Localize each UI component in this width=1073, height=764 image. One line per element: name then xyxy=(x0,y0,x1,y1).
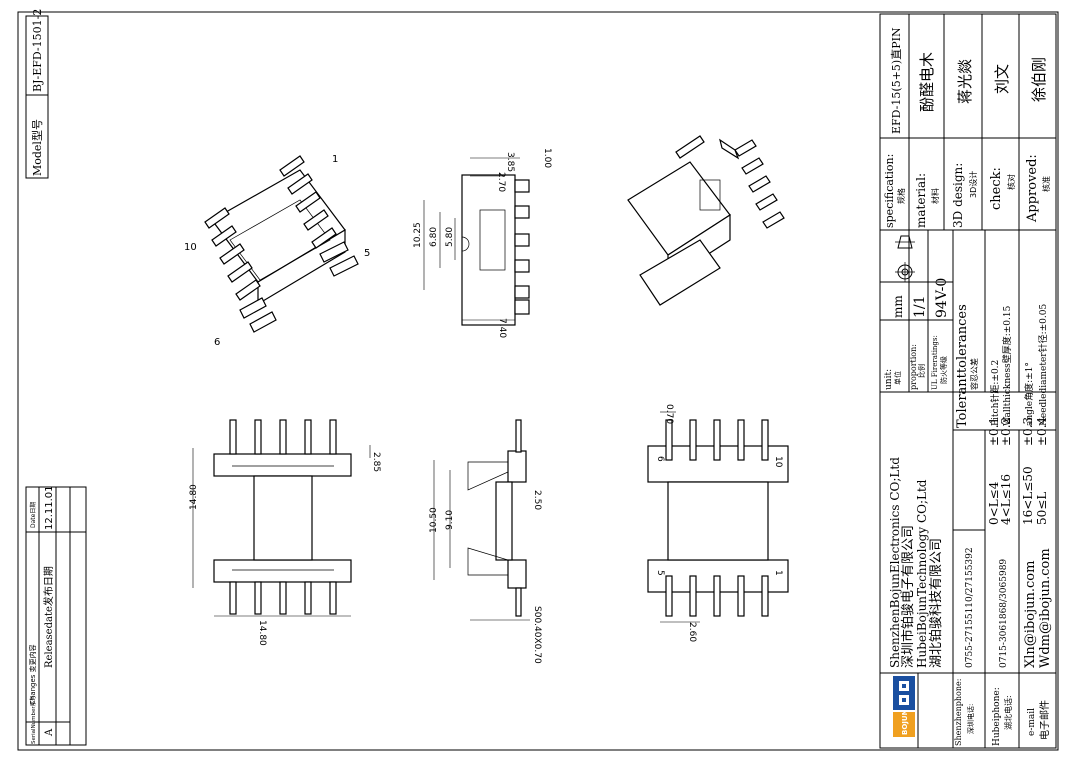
proportion-label: proportion: xyxy=(909,344,918,390)
design-value: 蒋光燚 xyxy=(956,59,974,104)
check-value: 刘文 xyxy=(993,64,1011,94)
tol-wall: Wallthickness壁厚度:±0.15 xyxy=(1001,305,1013,426)
sz-phone-label: Shenzhenphone: xyxy=(954,679,963,746)
email-label: e-mail xyxy=(1027,708,1037,736)
tol-range-0: 0<L≤4 xyxy=(987,481,1001,525)
ul-label: UL Fireratings: xyxy=(931,335,939,390)
serial-header: SerialNumber序号 xyxy=(29,695,37,744)
check-label: check: xyxy=(989,167,1004,210)
tol-range-3: 50≤L xyxy=(1035,492,1049,525)
check-label-cn: 核对 xyxy=(1006,174,1016,190)
dim-14-80-h: 14.80 xyxy=(189,484,199,510)
dim-1-00: 1.00 xyxy=(542,148,552,168)
model-label: Model型号 xyxy=(30,119,44,176)
sz-phone-label-cn: 深圳电话: xyxy=(966,704,975,734)
tol-angle: angle角度:±1° xyxy=(1023,362,1035,426)
email-value-1: Xln@ibojun.com xyxy=(1023,561,1038,668)
material-label: material: xyxy=(914,173,928,228)
design-label-cn: 3D设计 xyxy=(968,171,978,198)
dim-5-80: 5.80 xyxy=(445,227,455,247)
ul-value: 94V-0 xyxy=(934,278,950,318)
front-view: 14.80 14.80 2.85 xyxy=(189,419,381,646)
dim-7-40: 7.40 xyxy=(497,318,507,338)
bojun-logo: BOJUN xyxy=(893,676,915,737)
approved-label: Approved: xyxy=(1025,154,1040,223)
approved-value: 徐伯刚 xyxy=(1030,57,1048,102)
iso-pin-10-label: 10 xyxy=(184,242,197,253)
iso-pin-6-label: 6 xyxy=(214,337,220,348)
tol-pitch: Pitch针距:±0.2 xyxy=(989,360,1001,426)
tol-value-0: ±0.1 xyxy=(987,417,1001,446)
side-view-bottom: 10.50 9.10 2.50 S00.40X0.70 xyxy=(429,419,542,664)
unit-label: unit: xyxy=(884,369,894,390)
iso-pin-5-label: 5 xyxy=(364,248,370,259)
tol-range-2: 16<L≤50 xyxy=(1021,466,1035,525)
sz-phone-value: 0755-27155110/2715539​2 xyxy=(965,547,975,668)
b-pin-10-label: 10 xyxy=(773,456,783,468)
unit-label-cn: 单位 xyxy=(893,371,902,385)
company-2: HubeiBojunTechnology CO;Ltd xyxy=(915,479,929,668)
dim-2-70: 2.70 xyxy=(496,172,506,192)
model-value: BJ-EFD-1501-2 xyxy=(31,9,44,92)
dim-10-25: 10.25 xyxy=(413,222,423,248)
dim-6-80: 6.80 xyxy=(429,227,439,247)
iso-pin-1-label: 1 xyxy=(332,154,338,165)
date-value: 12.11.01 xyxy=(44,485,55,530)
tol-value-3: ±0.4 xyxy=(1035,416,1049,446)
dim-pin-size: S00.40X0.70 xyxy=(532,606,542,664)
projection-symbol xyxy=(895,235,915,282)
b-pin-5-label: 5 xyxy=(655,570,665,576)
title-block: specification: 规格 EFD-15(5+5)直PIN materi… xyxy=(879,13,1057,749)
dim-2-50: 2.50 xyxy=(532,490,542,510)
proportion-value: 1/1 xyxy=(912,295,928,318)
approved-label-cn: 核准 xyxy=(1041,176,1051,192)
isometric-view-left: 1 10 5 6 xyxy=(184,154,370,348)
material-label-cn: 材料 xyxy=(930,188,940,204)
dim-2-85: 2.85 xyxy=(371,452,381,472)
hb-phone-label-cn: 湖北电话: xyxy=(1003,695,1013,730)
email-value-2: Wdm@ibojun.com xyxy=(1038,548,1053,668)
hb-phone-value: 0715-3061868/3065989 xyxy=(999,559,1009,668)
tolerance-title-cn: 容忍公差 xyxy=(969,358,979,390)
spec-value: EFD-15(5+5)直PIN xyxy=(889,27,903,134)
sheet-border xyxy=(17,11,1059,751)
spec-label: specification: xyxy=(883,154,896,228)
company-1: 深圳市铂骏电子有限公司 xyxy=(900,525,916,668)
tolerance-title: Toleranttolerances xyxy=(955,304,970,428)
email-label-cn: 电子邮件 xyxy=(1038,700,1051,740)
tol-value-1: ±0.2 xyxy=(999,417,1013,446)
tol-value-2: ±0.3 xyxy=(1021,417,1035,446)
company-3: 湖北铂骏科技有限公司 xyxy=(928,538,944,668)
material-value: 酚醛电木 xyxy=(918,52,936,112)
changes-header: Changes 变更内容 xyxy=(28,644,37,705)
unit-value: mm xyxy=(891,295,905,318)
logo-text: BOJUN xyxy=(901,709,909,735)
design-label: 3D design: xyxy=(951,163,965,228)
changes-table: SerialNumber序号 Changes 变更内容 Date日期 A Rel… xyxy=(25,485,87,746)
serial-value: A xyxy=(44,728,55,737)
ul-label-cn: 防火等级 xyxy=(939,356,948,384)
dim-14-80-w: 14.80 xyxy=(257,620,267,646)
dim-3-85: 3.85 xyxy=(505,152,515,172)
b-pin-6-label: 6 xyxy=(655,456,665,462)
spec-label-cn: 规格 xyxy=(896,188,906,204)
proportion-label-cn: 比例 xyxy=(917,364,926,378)
tol-range-1: 4<L≤16 xyxy=(999,474,1013,525)
tolerance-table: 0<L≤4 4<L≤16 16<L≤50 50≤L ±0.1 ±0.2 ±0.3… xyxy=(987,416,1049,525)
company-0: ShenzhenBojunElectronics CO;Ltd xyxy=(888,457,902,668)
tol-needle: Needlediameter针径:±0.05 xyxy=(1037,304,1049,426)
changes-value: Releasedate发布日期 xyxy=(42,566,55,668)
dim-0-70: 0.70 xyxy=(664,404,674,424)
dim-9-10: 9.10 xyxy=(445,510,455,530)
b-pin-1-label: 1 xyxy=(773,570,783,576)
dim-2-60: 2.60 xyxy=(687,622,697,642)
bottom-view: 6 10 5 1 0.70 2.60 xyxy=(647,404,789,642)
dim-10-50: 10.50 xyxy=(429,507,439,533)
isometric-view-right xyxy=(627,135,785,306)
hb-phone-label: Hubeiphone: xyxy=(992,687,1002,746)
side-view-top: 3.85 1.00 2.70 10.25 6.80 5.80 7.40 xyxy=(413,148,552,338)
model-box: Model型号 BJ-EFD-1501-2 xyxy=(25,9,49,179)
date-header: Date日期 xyxy=(29,502,37,528)
